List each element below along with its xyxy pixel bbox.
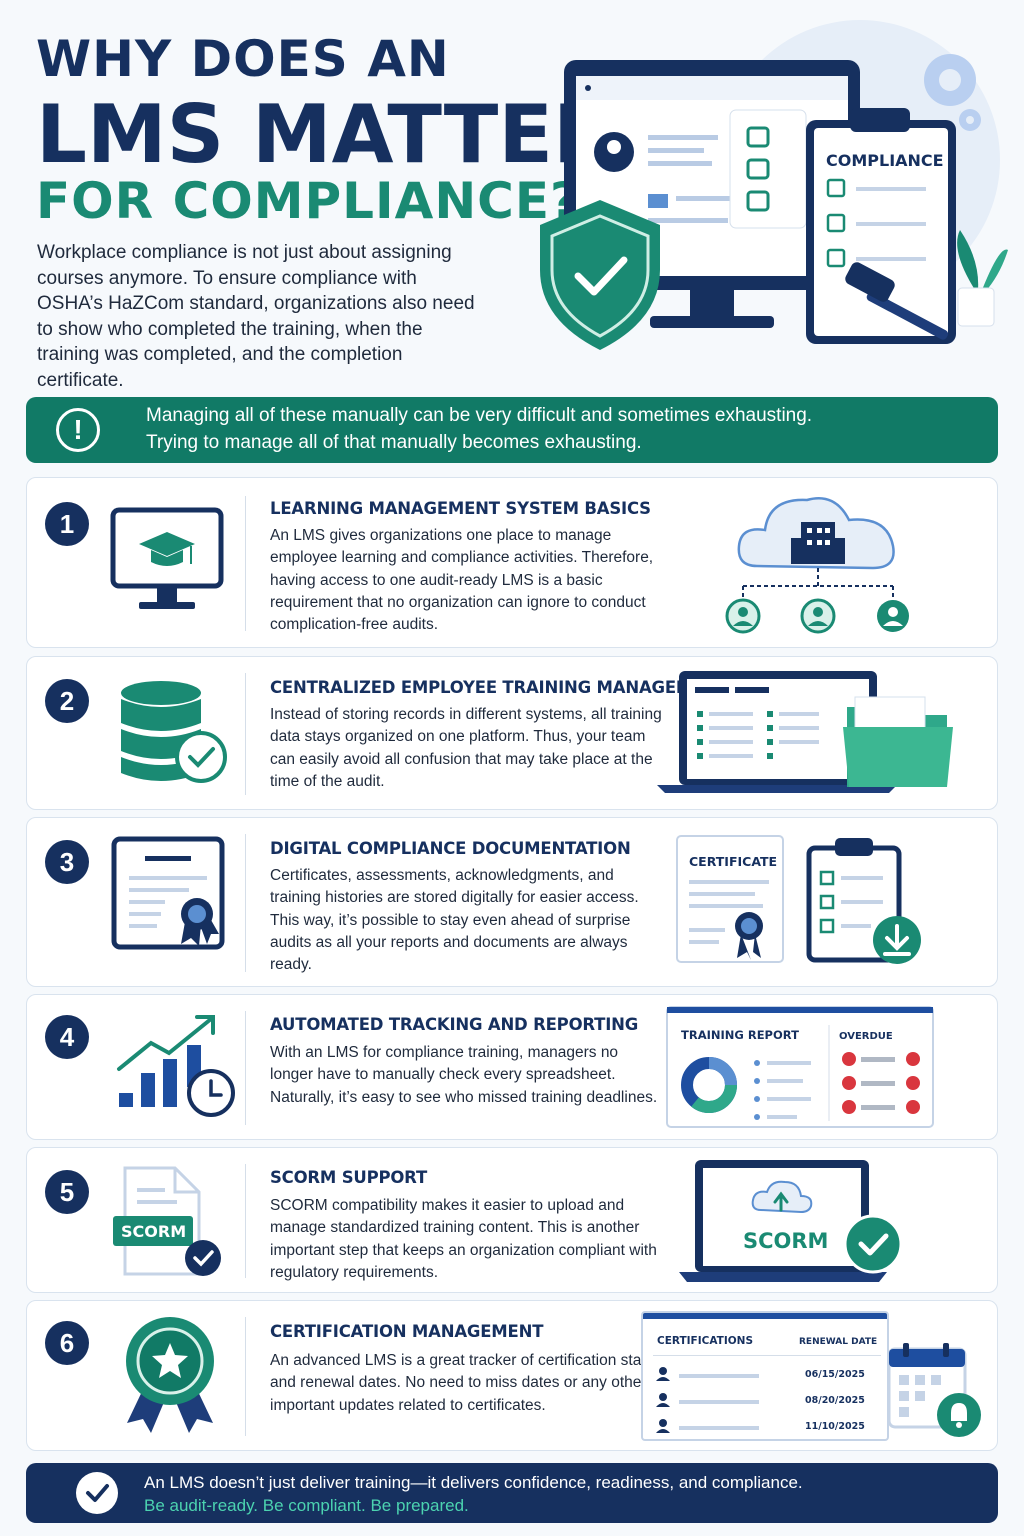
section-body: SCORM compatibility makes it easier to u… <box>270 1197 657 1281</box>
gavel-icon <box>845 262 949 340</box>
section-number: 3 <box>45 840 89 884</box>
section-card-5: 5 SCORM SCORM SUPPORT SCORM compatibilit… <box>26 1147 998 1293</box>
title-line-2: LMS MATTER <box>36 88 615 181</box>
renewal-date: 08/20/2025 <box>805 1395 865 1406</box>
scorm-laptop-label: SCORM <box>743 1229 828 1253</box>
section-card-6: 6 CERTIFICATION MANAGEMENT An advanced L… <box>26 1300 998 1451</box>
section-title: CERTIFICATION MANAGEMENT <box>270 1322 544 1341</box>
section-number: 4 <box>45 1015 89 1059</box>
training-report-label: TRAINING REPORT <box>681 1028 799 1042</box>
certificate-label: CERTIFICATE <box>689 854 777 869</box>
certificate-document-icon: CERTIFICATE <box>676 835 784 963</box>
section-body: Certificates, assessments, acknowledgmen… <box>270 867 639 974</box>
section-body: Instead of storing records in different … <box>270 706 662 790</box>
scorm-icon-label: SCORM <box>121 1222 186 1241</box>
certificate-icon <box>111 836 225 950</box>
clipboard-label: COMPLIANCE <box>826 151 944 170</box>
renewal-date-header: RENEWAL DATE <box>799 1337 878 1347</box>
section-number: 1 <box>45 502 89 546</box>
shield-check-icon <box>540 200 660 350</box>
clipboard-icon: COMPLIANCE <box>806 108 956 344</box>
cloud-organization-icon <box>725 497 909 634</box>
title-line-1: WHY DOES AN <box>36 30 450 88</box>
section-title: AUTOMATED TRACKING AND REPORTING <box>270 1015 639 1034</box>
check-circle-icon <box>76 1472 118 1514</box>
database-check-icon <box>121 681 227 783</box>
exclamation-icon: ! <box>56 408 100 452</box>
hero-compliance-illustration: COMPLIANCE <box>540 20 1008 350</box>
growth-chart-clock-icon <box>117 1015 235 1117</box>
footer-line-2: Be audit-ready. Be compliant. Be prepare… <box>144 1496 469 1515</box>
footer-banner: An LMS doesn’t just deliver training—it … <box>26 1463 998 1523</box>
scorm-upload-laptop-icon: SCORM <box>679 1160 903 1282</box>
section-card-2: 2 CENTRALIZED EMPLOYEE TRAINING MANAGEME… <box>26 656 998 810</box>
banner-line-1: Managing all of these manually can be ve… <box>146 405 813 426</box>
overdue-label: OVERDUE <box>839 1031 893 1042</box>
section-body: With an LMS for compliance training, man… <box>270 1044 658 1106</box>
section-card-1: 1 LEARNING MANAGEMENT SYSTEM BASICS An L… <box>26 477 998 648</box>
graduation-cap-monitor-icon <box>110 507 224 609</box>
section-card-3: 3 DIGITAL COMPLIANCE DOCUMENTATION Certi… <box>26 817 998 987</box>
section-number: 6 <box>45 1321 89 1365</box>
plant-icon <box>957 230 1008 327</box>
section-body: An advanced LMS is a great tracker of ce… <box>270 1352 662 1414</box>
footer-line-1: An LMS doesn’t just deliver training—it … <box>144 1473 803 1492</box>
section-number: 2 <box>45 679 89 723</box>
badge-star-icon <box>126 1317 214 1433</box>
gear-icon <box>924 54 981 131</box>
section-title: LEARNING MANAGEMENT SYSTEM BASICS <box>270 499 651 518</box>
certifications-table: CERTIFICATIONS RENEWAL DATE 06/15/2025 0… <box>641 1311 889 1441</box>
section-title: SCORM SUPPORT <box>270 1168 428 1187</box>
clipboard-download-icon <box>806 838 921 964</box>
section-card-4: 4 AUTOMATED TRACKING AND REPORTING With … <box>26 994 998 1140</box>
renewal-date: 06/15/2025 <box>805 1369 865 1380</box>
section-number: 5 <box>45 1170 89 1214</box>
user-rows <box>656 1367 759 1433</box>
certifications-header: CERTIFICATIONS <box>657 1335 754 1347</box>
warning-banner: ! Managing all of these manually can be … <box>26 397 998 463</box>
scorm-file-icon: SCORM <box>113 1166 221 1276</box>
renewal-date: 11/10/2025 <box>805 1421 865 1432</box>
banner-line-2: Trying to manage all of that manually be… <box>146 432 642 453</box>
intro-paragraph: Workplace compliance is not just about a… <box>37 242 475 391</box>
section-title: DIGITAL COMPLIANCE DOCUMENTATION <box>270 839 631 858</box>
calendar-bell-icon <box>887 1343 981 1437</box>
title-line-3: FOR COMPLIANCE? <box>36 172 581 230</box>
section-body: An LMS gives organizations one place to … <box>270 527 654 634</box>
training-report-panel: TRAINING REPORT OVERDUE <box>666 1006 934 1128</box>
laptop-folder-icon <box>657 671 953 793</box>
section-title: CENTRALIZED EMPLOYEE TRAINING MANAGEMENT <box>270 678 728 697</box>
